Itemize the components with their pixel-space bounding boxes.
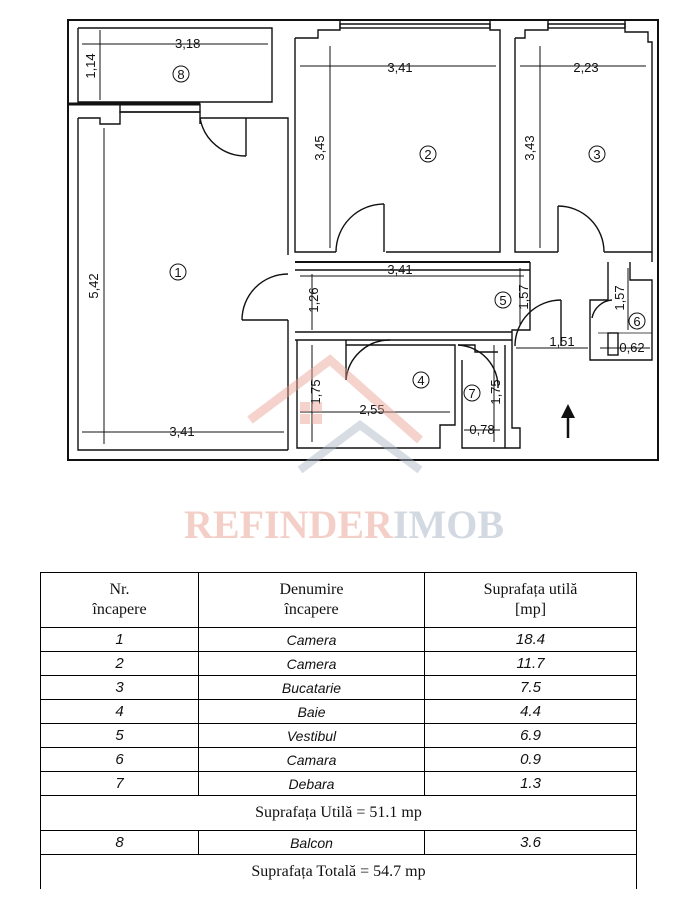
cell-name: Vestibul bbox=[198, 723, 425, 748]
room-label-6: 6 bbox=[633, 314, 640, 329]
dim-bath-depth: 1,75 bbox=[308, 379, 323, 404]
cell-area: 4.4 bbox=[424, 699, 637, 724]
useful-area-row: Suprafața Utilă = 51.1 mp bbox=[40, 795, 637, 831]
room-label-7: 7 bbox=[468, 386, 475, 401]
dim-balcony-depth: 1,14 bbox=[83, 53, 98, 78]
dim-closet-width: 0,62 bbox=[619, 340, 644, 355]
dim-hall-depth: 1,26 bbox=[306, 287, 321, 312]
dim-room2-depth: 3,45 bbox=[312, 135, 327, 160]
dim-hall-right-width: 1,51 bbox=[549, 334, 574, 349]
table-row: 6 Camara 0.9 bbox=[40, 747, 637, 772]
dim-room2-width: 3,41 bbox=[387, 60, 412, 75]
dim-storage-width: 0,78 bbox=[469, 422, 494, 437]
cell-nr: 1 bbox=[40, 627, 199, 652]
cell-nr: 8 bbox=[40, 830, 199, 855]
room-label-4: 4 bbox=[417, 373, 424, 388]
cell-area: 0.9 bbox=[424, 747, 637, 772]
cell-area: 1.3 bbox=[424, 771, 637, 796]
cell-name: Camera bbox=[198, 627, 425, 652]
cell-nr: 2 bbox=[40, 651, 199, 676]
grand-area-total: Suprafața Totală = 54.7 mp bbox=[40, 854, 637, 889]
table-row: 2 Camera 11.7 bbox=[40, 651, 637, 676]
dim-hall-right-depth: 1,57 bbox=[516, 284, 531, 309]
table-row: 7 Debara 1.3 bbox=[40, 771, 637, 796]
cell-area: 11.7 bbox=[424, 651, 637, 676]
cell-area: 6.9 bbox=[424, 723, 637, 748]
header-nr: Nr.încapere bbox=[40, 572, 199, 628]
dim-bath-width: 2,55 bbox=[359, 402, 384, 417]
dim-room3-depth: 3,43 bbox=[522, 135, 537, 160]
room-label-2: 2 bbox=[424, 147, 431, 162]
cell-name: Camara bbox=[198, 747, 425, 772]
dim-closet-depth: 1,57 bbox=[612, 285, 627, 310]
dim-balcony-width: 3,18 bbox=[175, 36, 200, 51]
watermark-logo bbox=[247, 354, 423, 474]
header-area: Suprafața utilă[mp] bbox=[424, 572, 637, 628]
cell-name: Balcon bbox=[198, 830, 425, 855]
table-row: 4 Baie 4.4 bbox=[40, 699, 637, 724]
cell-nr: 5 bbox=[40, 723, 199, 748]
cell-nr: 4 bbox=[40, 699, 199, 724]
cell-nr: 7 bbox=[40, 771, 199, 796]
table-row: 1 Camera 18.4 bbox=[40, 627, 637, 652]
cell-area: 3.6 bbox=[424, 830, 637, 855]
dim-storage-depth: 1,75 bbox=[488, 379, 503, 404]
floor-plan: 3,18 1,14 3,41 3,45 2,23 3,43 5,42 3,41 … bbox=[67, 19, 659, 547]
room-label-5: 5 bbox=[499, 293, 506, 308]
dim-room1-width: 3,41 bbox=[169, 424, 194, 439]
room-label-1: 1 bbox=[174, 265, 181, 280]
cell-area: 18.4 bbox=[424, 627, 637, 652]
cell-nr: 6 bbox=[40, 747, 199, 772]
entrance-arrow-icon bbox=[561, 404, 575, 438]
table-row: 5 Vestibul 6.9 bbox=[40, 723, 637, 748]
dim-room1-depth: 5,42 bbox=[86, 273, 101, 298]
table-row-balcony: 8 Balcon 3.6 bbox=[40, 830, 637, 855]
watermark-text: REFINDERIMOB bbox=[184, 502, 504, 547]
cell-area: 7.5 bbox=[424, 675, 637, 700]
dim-hall-width: 3,41 bbox=[387, 262, 412, 277]
table-row: 3 Bucatarie 7.5 bbox=[40, 675, 637, 700]
cell-name: Debara bbox=[198, 771, 425, 796]
cell-nr: 3 bbox=[40, 675, 199, 700]
room-label-8: 8 bbox=[177, 67, 184, 82]
room-label-3: 3 bbox=[593, 147, 600, 162]
cell-name: Baie bbox=[198, 699, 425, 724]
useful-area-total: Suprafața Utilă = 51.1 mp bbox=[40, 795, 637, 831]
dim-room3-width: 2,23 bbox=[573, 60, 598, 75]
total-area-row: Suprafața Totală = 54.7 mp bbox=[40, 854, 637, 889]
cell-name: Bucatarie bbox=[198, 675, 425, 700]
cell-name: Camera bbox=[198, 651, 425, 676]
